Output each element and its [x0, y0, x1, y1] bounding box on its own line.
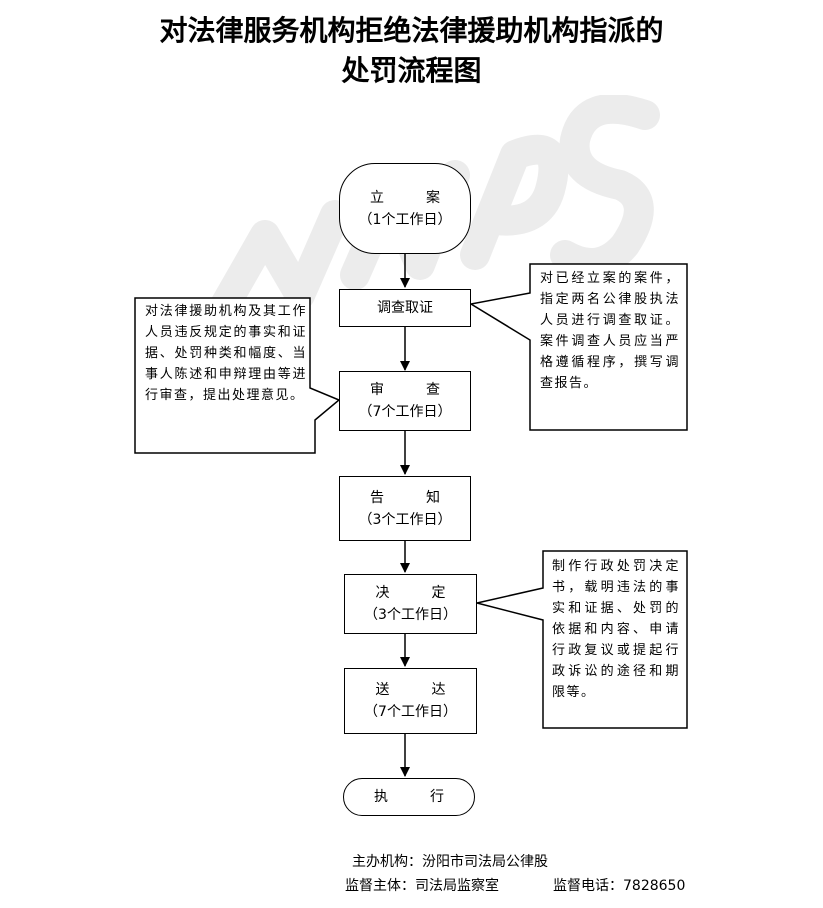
- step-decide-time: （3个工作日）: [364, 607, 457, 623]
- step-decide: 决 定 （3个工作日）: [344, 574, 477, 634]
- step-notify-time: （3个工作日）: [358, 511, 452, 528]
- step-register-name: 立 案: [370, 189, 454, 206]
- callout-right-investigate: [468, 263, 688, 431]
- step-review: 审 查 （7个工作日）: [339, 371, 471, 431]
- step-deliver-time: （7个工作日）: [364, 704, 457, 720]
- step-review-time: （7个工作日）: [358, 404, 452, 420]
- footer-phone: 监督电话：7828650: [553, 878, 686, 894]
- step-notify-name: 告 知: [370, 489, 454, 506]
- page-title: 对法律服务机构拒绝法律援助机构指派的: [159, 14, 664, 47]
- step-investigate: 调查取证: [339, 289, 471, 327]
- callout-right-decide: [476, 550, 688, 729]
- callout-left-review: [134, 297, 341, 454]
- footer-organizer: 主办机构：汾阳市司法局公律股: [352, 854, 548, 870]
- note-right-decide: 制作行政处罚决定书，载明违法的事实和证据、处罚的依据和内容、申请行政复议或提起行…: [552, 559, 680, 700]
- step-register-time: （1个工作日）: [358, 211, 452, 228]
- step-deliver: 送 达 （7个工作日）: [344, 668, 477, 734]
- note-left-review: 对法律援助机构及其工作人员违反规定的事实和证据、处罚种类和幅度、当事人陈述和申辩…: [145, 304, 307, 403]
- step-register: 立 案 （1个工作日）: [339, 163, 471, 254]
- step-notify: 告 知 （3个工作日）: [339, 476, 471, 541]
- step-investigate-name: 调查取证: [377, 300, 433, 316]
- step-execute-name: 执 行: [374, 789, 458, 805]
- step-decide-name: 决 定: [375, 585, 460, 601]
- footer-supervisor: 监督主体：司法局监察室: [345, 878, 499, 894]
- step-deliver-name: 送 达: [375, 682, 460, 698]
- note-right-investigate: 对已经立案的案件，指定两名公律股执法人员进行调查取证。案件调查人员应当严格遵循程…: [540, 271, 680, 391]
- page-subtitle: 处罚流程图: [341, 54, 482, 87]
- step-execute: 执 行: [343, 778, 475, 816]
- step-review-name: 审 查: [370, 382, 454, 398]
